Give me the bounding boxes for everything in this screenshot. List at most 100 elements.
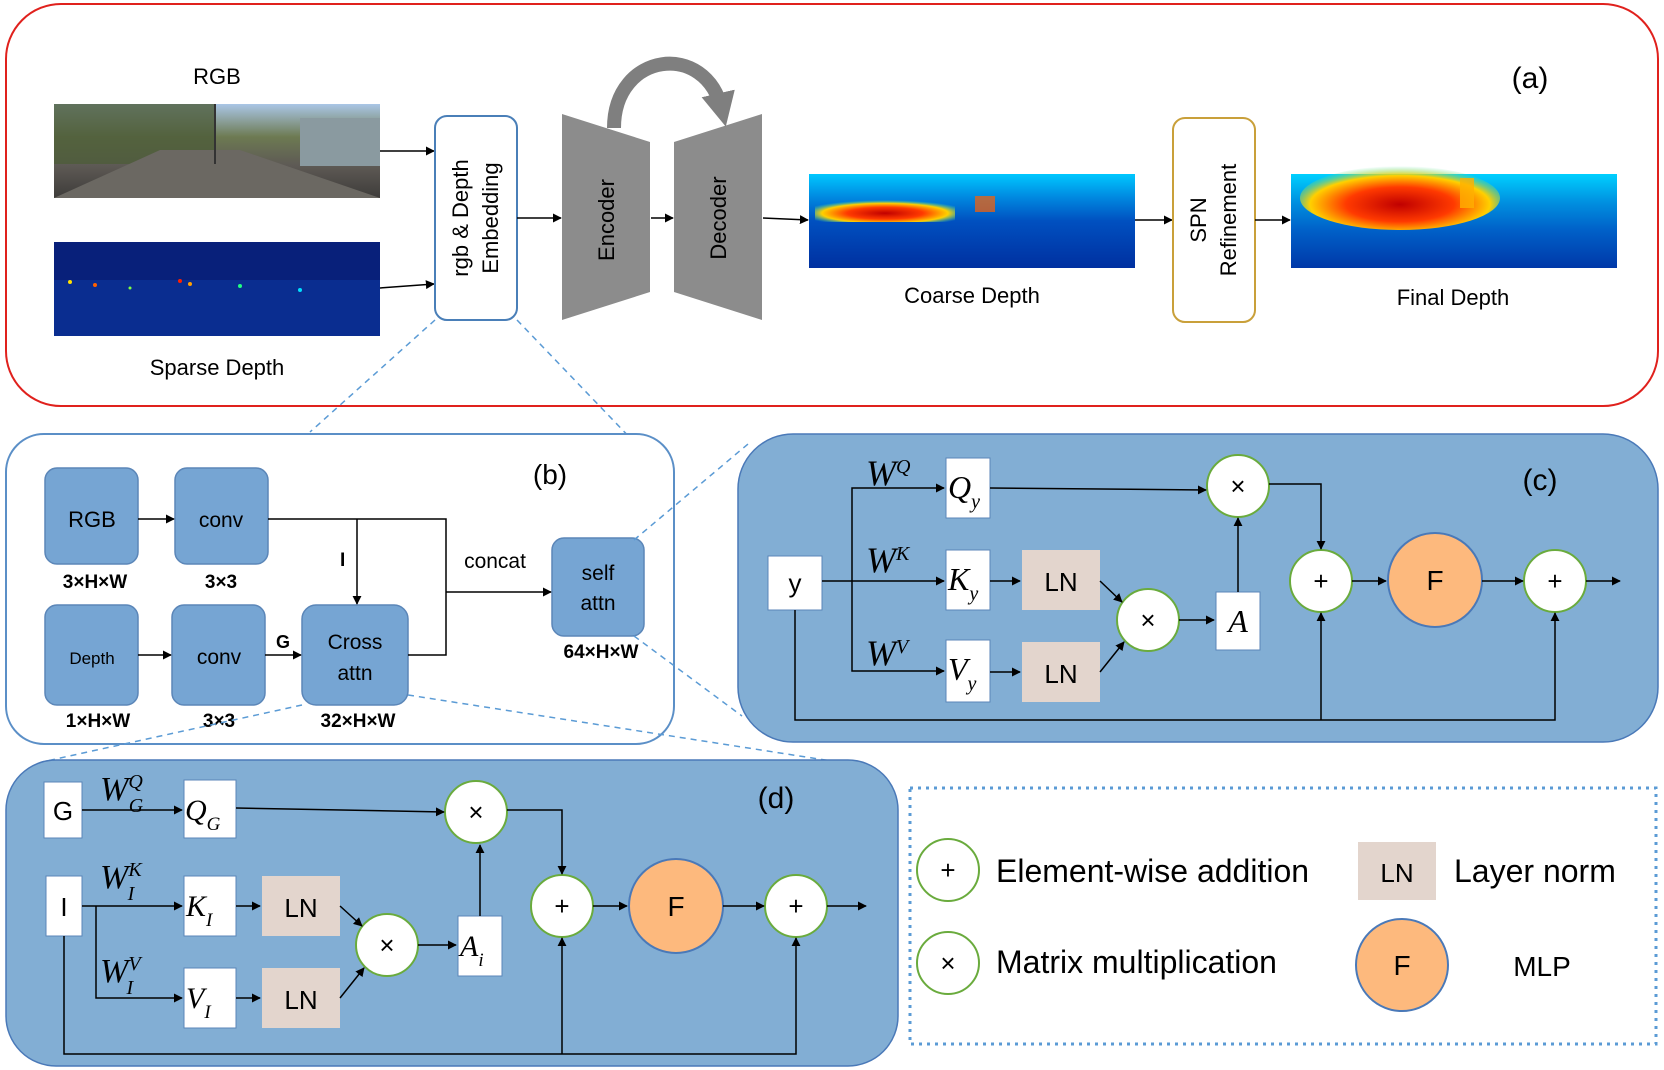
svg-text:self: self [582,562,615,585]
skip-arc-arrow [607,56,735,129]
svg-text:+: + [1547,566,1562,596]
svg-text:×: × [1140,605,1155,635]
b-g-label: G [276,632,290,652]
svg-text:F: F [1393,950,1410,981]
svg-text:A: A [1226,603,1248,639]
b-rgb-dim: 3×H×W [63,572,127,593]
svg-text:LN: LN [284,893,317,923]
c-add2-node: + [1523,549,1587,613]
embedding-text-line1: rgb & Depth [448,159,473,276]
svg-text:conv: conv [199,509,244,532]
panel-b-label: (b) [533,459,567,490]
legend-add-symbol: + [916,838,980,902]
zoom-line-right [516,319,637,445]
d-add2-node: + [764,874,828,938]
svg-text:Vy: Vy [948,651,977,695]
legend-mul-text: Matrix multiplication [996,944,1277,980]
c-ln1-node: LN [1022,550,1100,610]
c-v-node: Vy [945,639,991,703]
c-mul2-node: × [1206,454,1270,518]
svg-text:LN: LN [1044,567,1077,597]
d-mul2-node: × [444,780,508,844]
b-depth-dim: 1×H×W [66,711,130,732]
legend-ln-symbol: LN [1358,842,1436,900]
svg-text:G: G [53,796,73,826]
svg-text:×: × [1230,471,1245,501]
final-depth-image [1291,166,1617,268]
panel-a: (a) RGB Sparse Depth rgb & Depth Emb [5,3,1659,407]
c-mul1-node: × [1116,588,1180,652]
svg-text:+: + [1313,566,1328,596]
edge-sparse-to-embedding [379,280,435,290]
b-conv-top-dim: 3×3 [205,572,237,593]
rgb-title: RGB [193,64,241,89]
legend-mlp-symbol: F [1355,918,1449,1012]
c-wk-label: WK [866,540,911,580]
rgb-image [54,104,380,198]
svg-text:VI: VI [186,982,212,1023]
svg-text:conv: conv [197,646,242,669]
svg-text:×: × [468,797,483,827]
d-f-node: F [628,858,724,954]
sparse-depth-image [54,242,380,336]
svg-text:+: + [940,855,955,885]
svg-text:QG: QG [185,794,221,835]
b-cross-attn-node: Cross attn [301,604,409,706]
d-k-node: KI [183,875,237,937]
encoder-text: Encoder [594,179,619,261]
b-cross-dim: 32×H×W [321,711,396,732]
legend-border [908,786,1658,1046]
c-add1-node: + [1289,549,1353,613]
b-conv-bottom-node: conv [171,604,266,706]
svg-text:×: × [379,930,394,960]
legend-ln-text: Layer norm [1454,853,1616,889]
svg-text:KI: KI [185,890,214,931]
c-k-node: Ky [945,549,991,611]
panel-b: (b) RGB 3×H×W conv 3×3 Depth 1×H×W conv … [5,433,675,745]
panel-a-border [5,3,1659,407]
d-a-node: Ai [457,915,503,977]
svg-text:F: F [667,891,684,922]
svg-text:attn: attn [337,662,372,685]
b-conv-bottom-dim: 3×3 [203,711,235,732]
encoder-block: Encoder [562,114,650,320]
c-y-node: y [767,555,823,611]
svg-text:Depth: Depth [69,649,114,668]
c-a-node: A [1215,591,1261,651]
c-f-node: F [1387,532,1483,628]
spn-text-line1: SPN [1186,197,1211,242]
d-mul1-node: × [355,913,419,977]
svg-text:×: × [940,948,955,978]
spn-refinement-block: SPN Refinement [1172,117,1256,323]
coarse-depth-title: Coarse Depth [904,283,1040,308]
d-ln1-node: LN [262,876,340,936]
svg-text:+: + [554,891,569,921]
decoder-text: Decoder [706,176,731,259]
b-conv-top-node: conv [174,467,269,565]
sparse-depth-title: Sparse Depth [150,355,285,380]
legend-add-text: Element-wise addition [996,853,1309,889]
zoom-line-c-top [633,443,749,541]
zoom-line-c-bottom [633,635,743,717]
svg-text:Qy: Qy [948,469,980,513]
c-ln2-node: LN [1022,642,1100,702]
svg-text:Ky: Ky [947,561,978,605]
svg-text:LN: LN [1380,858,1413,888]
d-v-node: VI [183,967,237,1029]
d-i-node: I [45,875,83,937]
zoom-line-d-left [41,704,303,763]
svg-text:F: F [1426,565,1443,596]
c-wq-label: WQ [866,453,911,493]
svg-text:+: + [788,891,803,921]
svg-text:LN: LN [1044,659,1077,689]
panel-c: (c) y WQ WK WV Qy Ky Vy LN LN [737,433,1659,743]
panel-c-label: (c) [1523,464,1558,497]
c-wv-label: WV [866,633,911,673]
d-add1-node: + [530,874,594,938]
legend: + Element-wise addition LN Layer norm × … [908,786,1658,1046]
